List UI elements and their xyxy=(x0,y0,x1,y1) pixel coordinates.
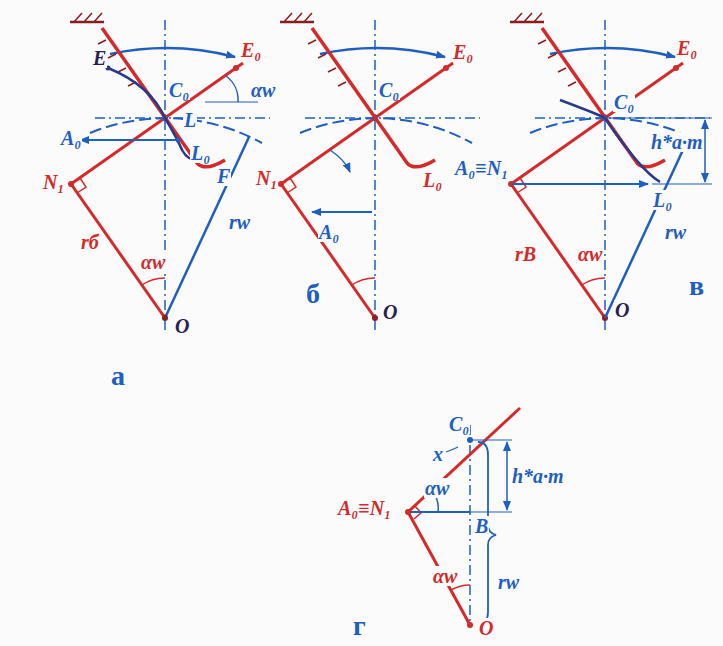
point-label: A₀ xyxy=(318,222,340,242)
point-label: αw xyxy=(432,566,458,586)
point-label: rб xyxy=(80,232,100,252)
point-label: A₀≡N₁ xyxy=(454,158,509,178)
point-label: F xyxy=(216,166,231,186)
point-label: A₀ xyxy=(60,128,82,148)
point-label: rw xyxy=(497,572,520,592)
point-label: αw xyxy=(250,80,276,100)
point-label: L₀ xyxy=(422,170,443,190)
point-label: C₀ xyxy=(168,80,190,100)
point-label: L₀ xyxy=(190,143,211,163)
point-label: E xyxy=(92,48,107,68)
point-label: h*a·m xyxy=(650,132,704,152)
panel-letter: а xyxy=(110,362,126,390)
point-label: E₀ xyxy=(452,42,474,62)
point-label: αw xyxy=(424,478,450,498)
point-label: C₀ xyxy=(448,414,470,434)
point-label: L₀ xyxy=(652,190,673,210)
panel-letter: б xyxy=(305,280,321,308)
point-label: x xyxy=(432,444,444,464)
point-label: αw xyxy=(140,252,166,272)
point-label: C₀ xyxy=(613,92,635,112)
point-label: O xyxy=(478,618,494,638)
point-label: A₀≡N₁ xyxy=(337,498,392,518)
point-label: C₀ xyxy=(378,80,400,100)
point-label: E₀ xyxy=(676,38,698,58)
point-label: O xyxy=(382,302,398,322)
point-label: αw xyxy=(577,244,603,264)
point-label: O xyxy=(614,300,630,320)
point-label: N₁ xyxy=(255,168,278,188)
point-label: N₁ xyxy=(42,172,65,192)
point-label: O xyxy=(174,316,190,336)
point-label: rw xyxy=(228,212,251,232)
point-label: B xyxy=(474,516,489,536)
point-label: h*a·m xyxy=(511,466,565,486)
point-label: rB xyxy=(514,244,537,264)
panel-letter: г xyxy=(352,612,367,640)
point-label: E₀ xyxy=(240,40,262,60)
panel-letter: в xyxy=(688,272,705,300)
point-label: rw xyxy=(664,222,687,242)
point-label: L xyxy=(183,110,197,130)
